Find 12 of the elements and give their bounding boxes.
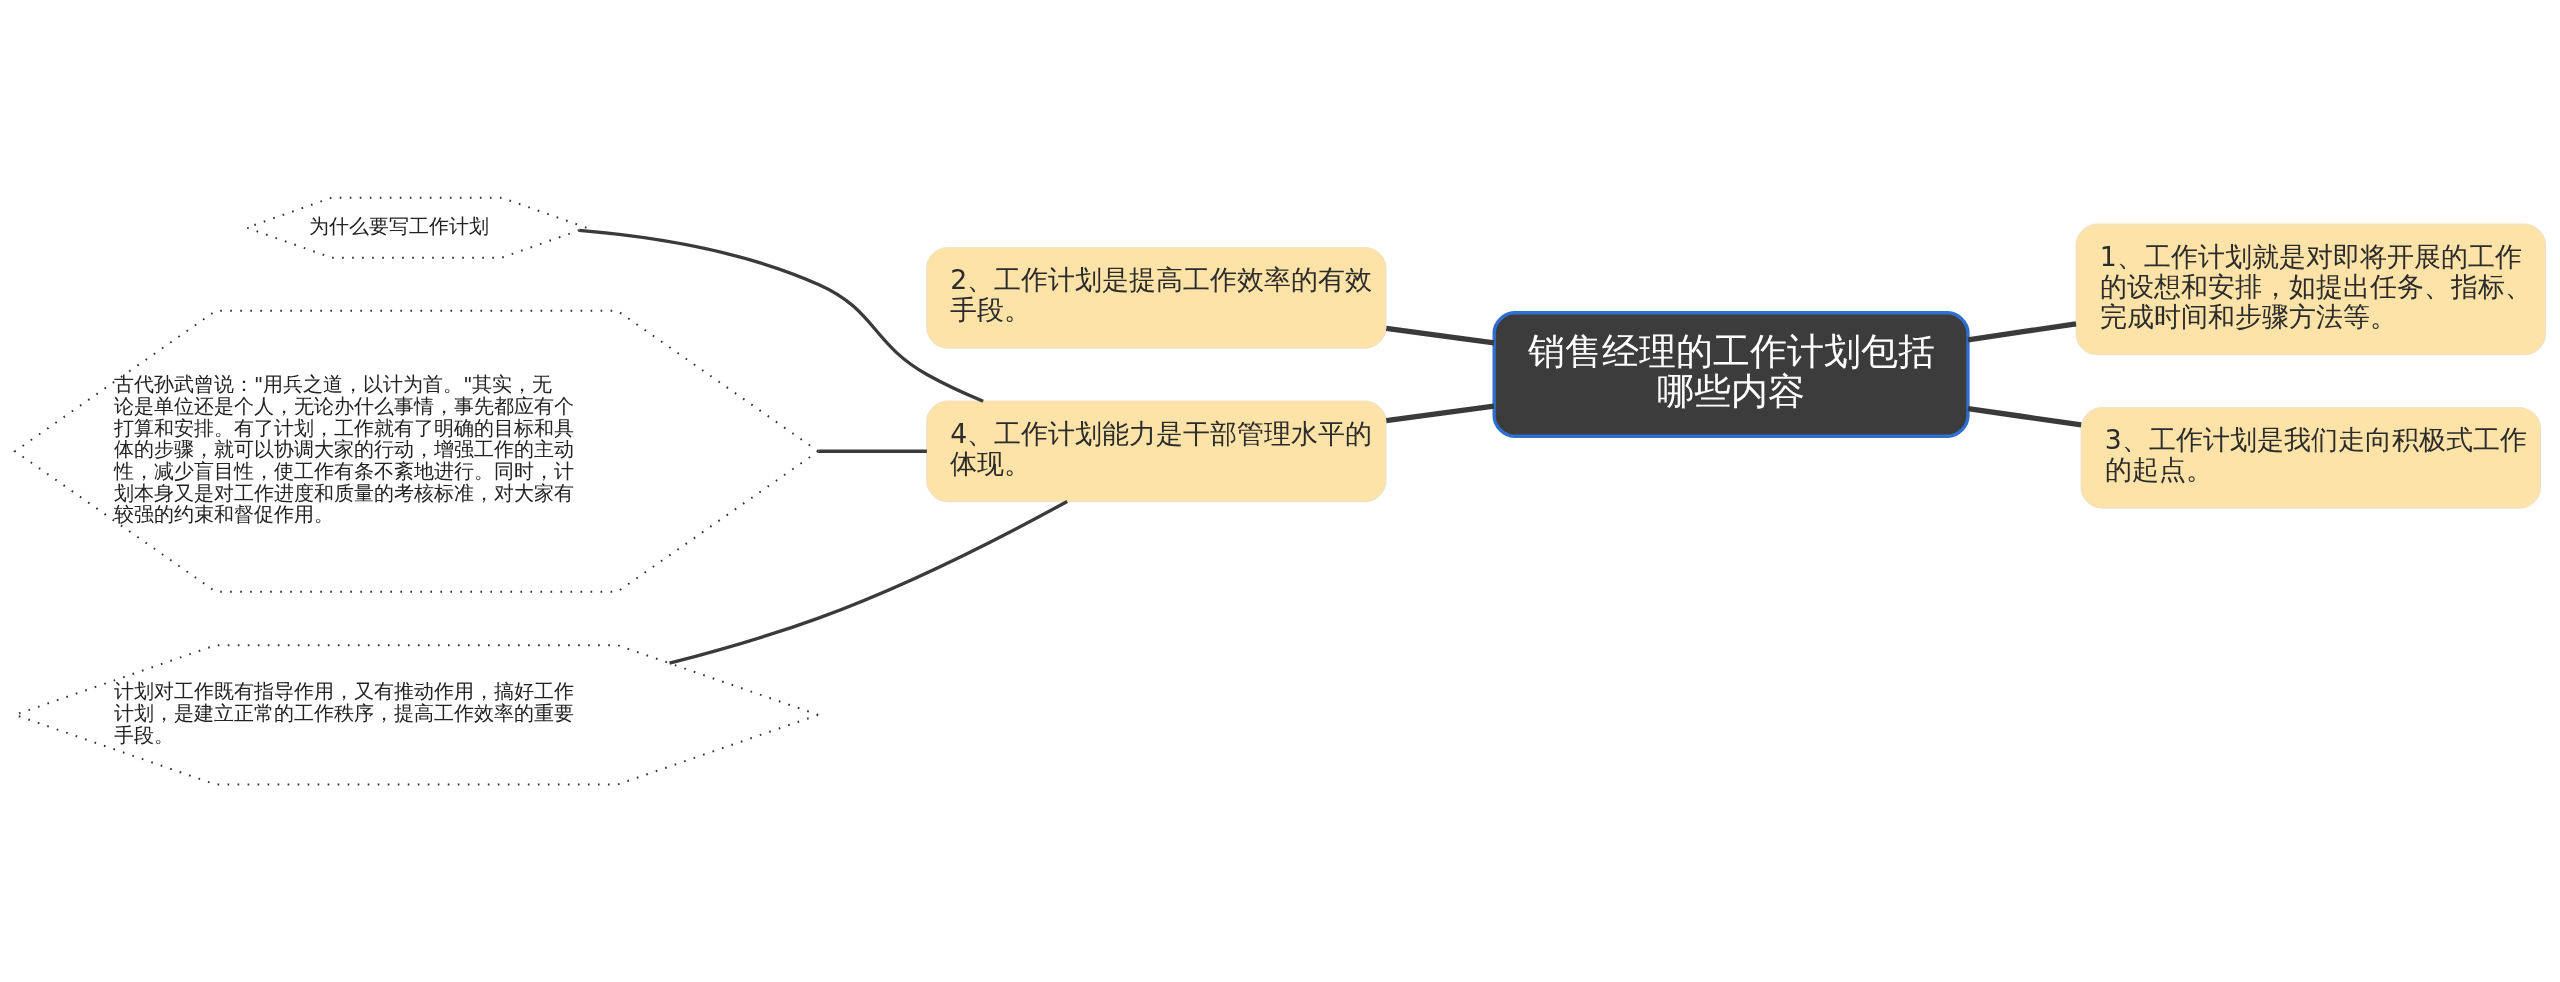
connector [1967, 321, 2077, 343]
connector [1967, 405, 2082, 428]
connector [669, 500, 1068, 665]
connector [1385, 403, 1495, 424]
connector [1385, 325, 1495, 346]
node-box: 1、工作计划就是对即将开展的工作的设想和安排，如提出任务、指标、完成时间和步骤方法等。 [2075, 223, 2547, 356]
connector [818, 449, 927, 453]
node-box: 销售经理的工作计划包括哪些内容 [1492, 311, 1970, 438]
connector [579, 228, 984, 403]
node-box: 4、工作计划能力是干部管理水平的体现。 [926, 400, 1387, 503]
node-box: 3、工作计划是我们走向积极式工作的起点。 [2080, 407, 2542, 509]
node-box: 2、工作计划是提高工作效率的有效手段。 [926, 246, 1387, 349]
